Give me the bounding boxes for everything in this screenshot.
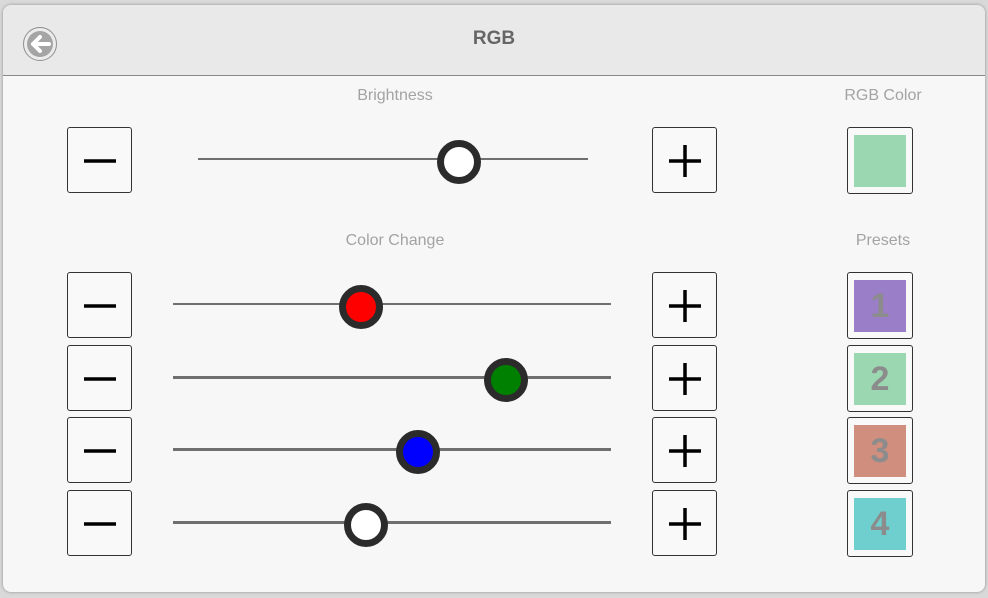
plus-icon: [669, 508, 701, 540]
plus-icon: [669, 435, 701, 467]
preset-3-button[interactable]: 3: [847, 417, 913, 484]
color-blue-slider-track: [173, 448, 611, 451]
color-red-slider-track: [173, 303, 611, 305]
minus-icon: [84, 377, 116, 381]
color-green-slider-thumb[interactable]: [483, 358, 528, 402]
brightness-slider[interactable]: [198, 140, 588, 184]
color-green-plus-button[interactable]: [652, 345, 717, 411]
back-button[interactable]: [23, 27, 57, 61]
preset-number: 2: [870, 360, 890, 398]
preset-number: 3: [870, 432, 890, 470]
preset-swatch: 3: [854, 425, 906, 477]
color-blue-plus-button[interactable]: [652, 417, 717, 483]
brightness-minus-button[interactable]: [67, 127, 132, 193]
minus-icon: [84, 522, 116, 526]
color-white-minus-button[interactable]: [67, 490, 132, 556]
rgb-color-swatch-fill: [854, 135, 906, 187]
brightness-slider-thumb[interactable]: [437, 140, 482, 184]
color-red-plus-button[interactable]: [652, 272, 717, 338]
header-bar: RGB: [3, 5, 985, 76]
color-blue-minus-button[interactable]: [67, 417, 132, 483]
color-red-slider-thumb[interactable]: [339, 285, 384, 329]
color-red-minus-button[interactable]: [67, 272, 132, 338]
presets-label: Presets: [855, 232, 911, 249]
preset-number: 4: [870, 505, 890, 543]
minus-icon: [84, 304, 116, 308]
color-green-minus-button[interactable]: [67, 345, 132, 411]
preset-1-button[interactable]: 1: [847, 272, 913, 339]
brightness-plus-button[interactable]: [652, 127, 717, 193]
plus-icon: [669, 145, 701, 177]
color-change-label: Color Change: [345, 232, 445, 249]
color-white-plus-button[interactable]: [652, 490, 717, 556]
brightness-slider-track: [198, 158, 588, 160]
preset-swatch: 1: [854, 280, 906, 332]
color-red-slider[interactable]: [173, 285, 611, 329]
page-title: RGB: [472, 28, 516, 49]
minus-icon: [84, 159, 116, 163]
preset-swatch: 2: [854, 353, 906, 405]
preset-number: 1: [870, 287, 890, 325]
minus-icon: [84, 449, 116, 453]
color-blue-slider[interactable]: [173, 430, 611, 474]
preset-swatch: 4: [854, 498, 906, 550]
preset-2-button[interactable]: 2: [847, 345, 913, 412]
color-white-slider-track: [173, 521, 611, 524]
rgb-color-label: RGB Color: [844, 87, 922, 104]
color-blue-slider-thumb[interactable]: [396, 430, 441, 474]
color-green-slider-track: [173, 376, 611, 379]
brightness-label: Brightness: [357, 87, 433, 104]
color-white-slider[interactable]: [173, 503, 611, 547]
rgb-color-swatch: [847, 127, 913, 194]
plus-icon: [669, 290, 701, 322]
preset-4-button[interactable]: 4: [847, 490, 913, 557]
rgb-window: RGB Brightness RGB Color Color Change Pr…: [3, 5, 985, 592]
plus-icon: [669, 363, 701, 395]
color-white-slider-thumb[interactable]: [343, 503, 388, 547]
arrow-left-glyph: [31, 35, 51, 53]
color-green-slider[interactable]: [173, 358, 611, 402]
